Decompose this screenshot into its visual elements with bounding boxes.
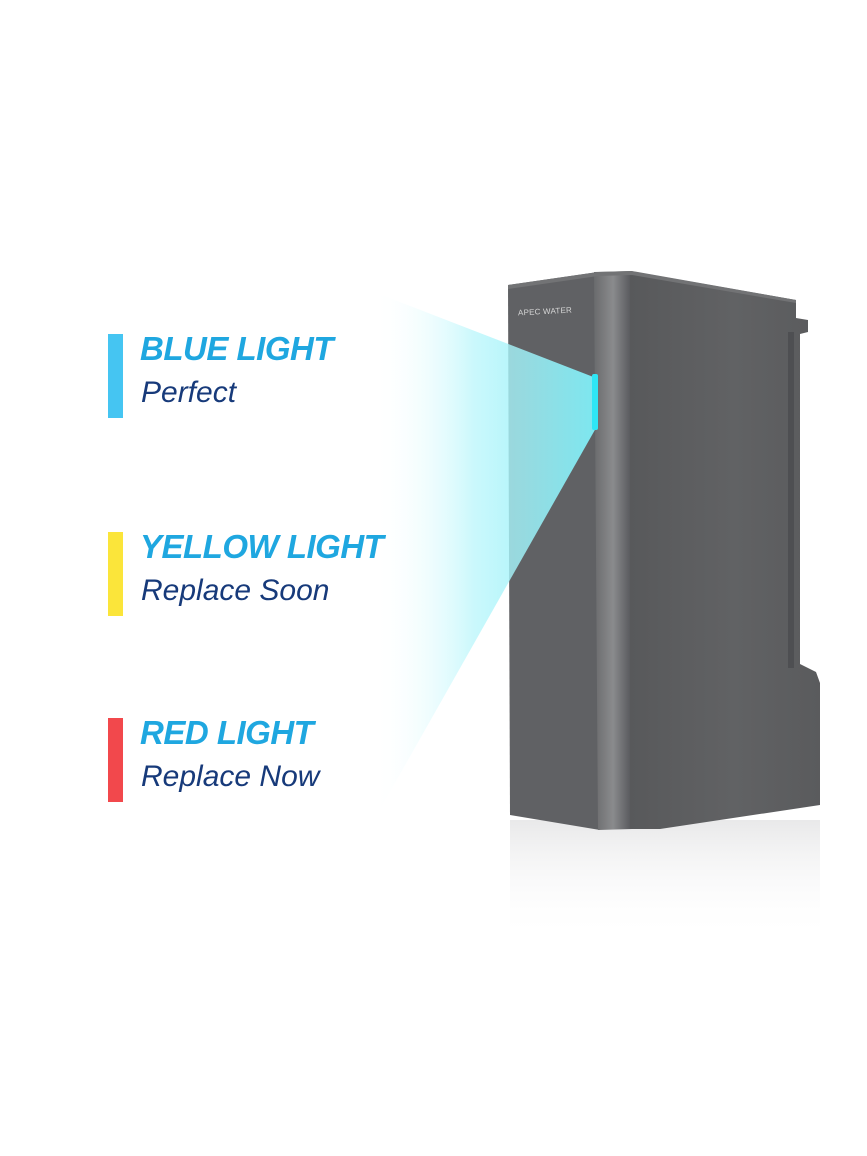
legend-color-bar	[108, 532, 123, 616]
legend-subtitle: Replace Now	[141, 760, 320, 793]
device-edge-highlight	[594, 271, 632, 830]
device-front-face	[630, 271, 820, 829]
legend-color-bar	[108, 334, 123, 418]
legend-title: BLUE LIGHT	[140, 330, 333, 367]
legend-color-bar	[108, 718, 123, 802]
legend-title: YELLOW LIGHT	[140, 528, 384, 565]
device-top-edge	[508, 271, 796, 303]
device-groove	[788, 332, 794, 668]
indicator-light	[592, 374, 598, 430]
device-reflection	[510, 820, 820, 940]
legend-title: RED LIGHT	[140, 714, 314, 751]
legend-subtitle: Replace Soon	[141, 574, 330, 607]
light-beam	[374, 292, 596, 820]
legend-subtitle: Perfect	[141, 376, 237, 409]
